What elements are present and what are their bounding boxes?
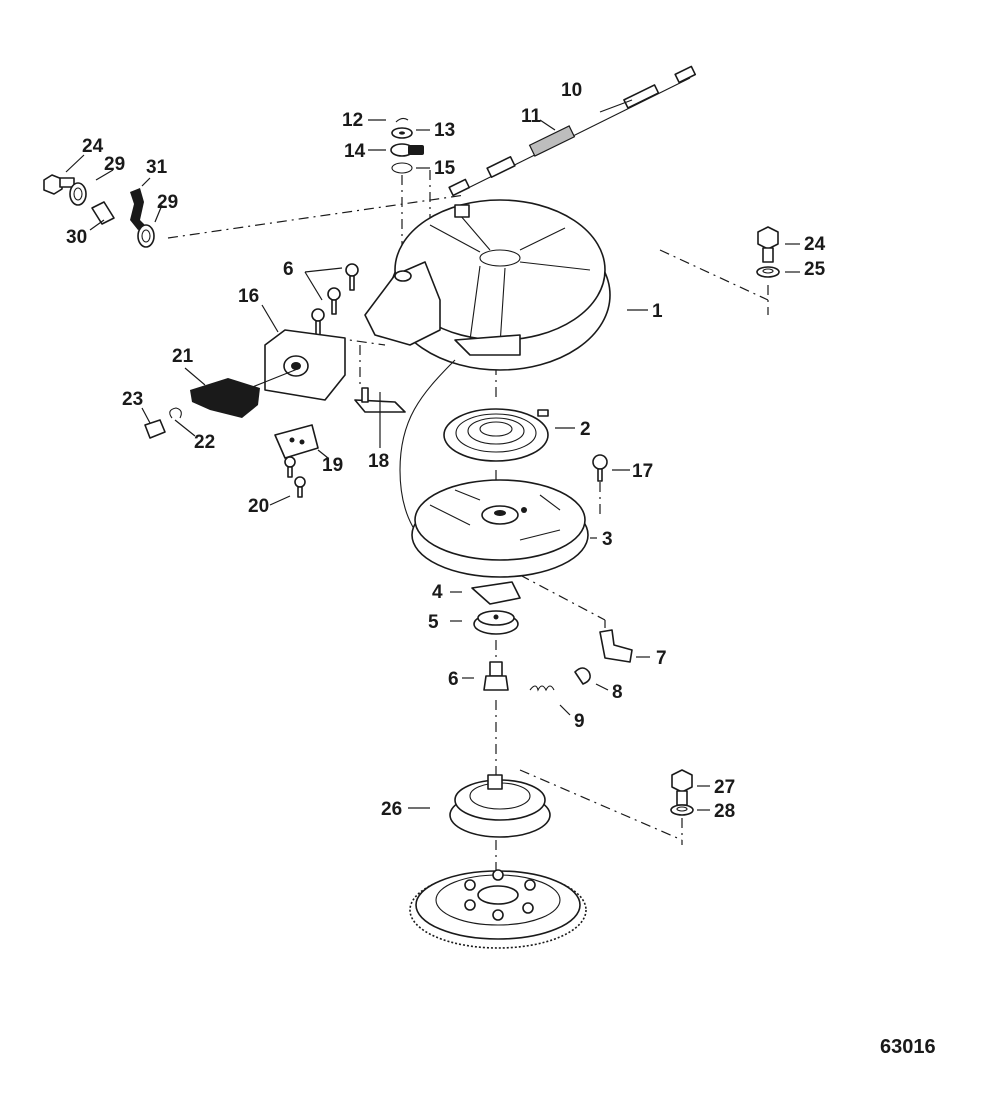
callout-29-lower: 29 [157,192,178,213]
housing-bolt-washer-right [756,226,780,278]
rewind-spring [443,408,549,462]
callout-28: 28 [714,801,735,822]
callout-23: 23 [122,389,143,410]
callout-5: 5 [428,612,439,633]
callout-9: 9 [574,711,585,732]
callout-7: 7 [656,648,667,669]
plate-and-cam [471,581,521,635]
callout-24-left: 24 [82,136,104,157]
pawl-and-springs [483,629,633,692]
callout-24-right: 24 [804,234,826,255]
callout-18: 18 [368,451,389,472]
callout-16: 16 [238,286,259,307]
alignment-lines [167,170,769,870]
callout-3: 3 [602,529,613,550]
callout-labels: 1 2 3 4 5 6 6 7 8 9 10 11 12 13 14 15 16… [66,80,826,822]
callout-17: 17 [632,461,653,482]
callout-6-lower: 6 [448,669,459,690]
callout-12: 12 [342,110,363,131]
callout-19: 19 [322,455,343,476]
callout-15: 15 [434,158,456,179]
callout-20: 20 [248,496,269,517]
cup-bolt-washer [670,769,694,816]
callout-29-upper: 29 [104,154,125,175]
throttle-cable [448,65,697,197]
rope-pulley [411,479,589,578]
stop-hardware-set [43,174,155,248]
retainer-parts [274,387,406,498]
callout-21: 21 [172,346,194,367]
pulley-screw [592,454,608,482]
callout-14: 14 [344,141,366,162]
callout-22: 22 [194,432,215,453]
callout-26: 26 [381,799,402,820]
flywheel [409,869,587,949]
figure-number: 63016 [880,1036,936,1058]
recoil-housing [364,199,611,371]
rope-guide-and-handle [144,329,346,439]
callout-10: 10 [561,80,582,101]
callout-2: 2 [580,419,591,440]
callout-11: 11 [521,106,542,127]
callout-1: 1 [652,301,663,322]
leader-lines [65,99,800,811]
callout-8: 8 [612,682,623,703]
callout-13: 13 [434,120,455,141]
callout-31: 31 [146,157,168,178]
starter-cup [449,774,551,838]
callout-25: 25 [804,259,826,280]
callout-30: 30 [66,227,87,248]
cable-link-hardware [390,117,424,174]
callout-27: 27 [714,777,735,798]
callout-6-upper: 6 [283,259,294,280]
callout-4: 4 [432,582,443,603]
housing-screws [311,263,359,336]
